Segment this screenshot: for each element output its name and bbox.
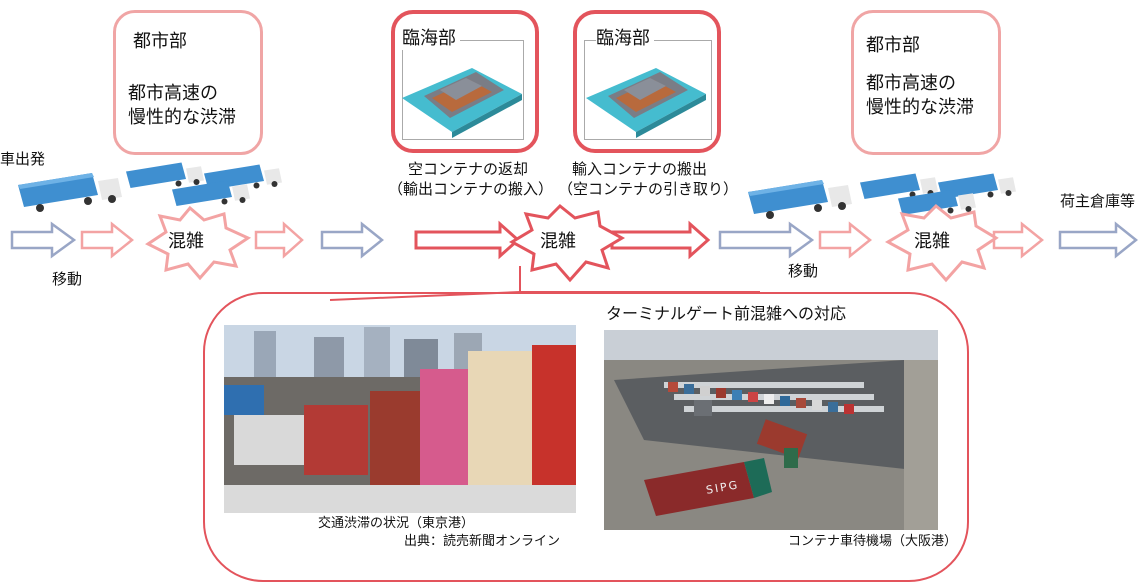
terminal-gate-title: ターミナルゲート前混雑への対応 [606, 304, 847, 323]
end-label: 荷主倉庫等 [1060, 192, 1136, 210]
arrow-red-long-left [414, 220, 521, 260]
arrow-blue-3 [718, 221, 815, 259]
arrow-pink-2 [254, 221, 304, 259]
arrow-pink-3 [818, 221, 873, 259]
port-caption-right-1: 輸入コンテナの搬出 [572, 160, 708, 178]
region-box-left [113, 10, 263, 155]
port-inner-frame-left [402, 40, 524, 140]
region-desc-right-1: 都市高速の [866, 73, 956, 94]
flow-arrows [10, 203, 1139, 301]
arrow-blue-2 [320, 221, 385, 259]
congestion-burst-left [145, 205, 252, 281]
arrow-pink-1 [80, 221, 135, 259]
port-caption-left-1: 空コンテナの返却 [408, 160, 529, 178]
truck-group-left [18, 162, 282, 212]
region-desc-left-1: 都市高速の [128, 83, 218, 104]
callout-line [519, 266, 760, 293]
region-desc-right-2: 慢性的な渋滞 [866, 97, 974, 118]
arrow-blue-4 [1058, 221, 1139, 259]
traffic-photo-source: 出典：読売新聞オンライン [404, 534, 561, 549]
traffic-jam-photo [224, 325, 576, 513]
port-caption-left-2: （輸出コンテナの搬入） [388, 180, 554, 198]
start-label: 車出発 [0, 150, 46, 168]
arrow-pink-4 [992, 221, 1045, 259]
port-ship-illustration-left [402, 68, 522, 138]
region-label-right: 都市部 [866, 35, 920, 56]
port-caption-right-2: （空コンテナの引き取り） [558, 180, 739, 198]
congestion-label-left: 混雑 [168, 231, 204, 252]
traffic-photo-caption: 交通渋滞の状況（東京港） [318, 516, 475, 531]
port-label-right: 臨海部 [596, 27, 654, 51]
port-ship-illustration-right [586, 68, 706, 138]
move-label-right: 移動 [788, 262, 819, 280]
region-desc-left-2: 慢性的な渋滞 [128, 107, 236, 128]
region-label-left: 都市部 [133, 31, 187, 52]
waiting-area-photo: SIPG [604, 330, 938, 530]
truck-group-right [748, 173, 1016, 219]
congestion-burst-center [508, 203, 626, 283]
congestion-burst-right [884, 203, 999, 283]
waiting-photo-caption: コンテナ車待機場（大阪港） [788, 534, 958, 549]
arrow-red-long-right [610, 220, 711, 260]
congestion-label-right: 混雑 [914, 231, 950, 252]
congestion-label-center: 混雑 [540, 231, 576, 252]
move-label-left: 移動 [52, 270, 83, 288]
port-label-left: 臨海部 [402, 27, 460, 51]
region-box-right [851, 10, 1001, 155]
arrow-blue-1 [10, 221, 77, 259]
